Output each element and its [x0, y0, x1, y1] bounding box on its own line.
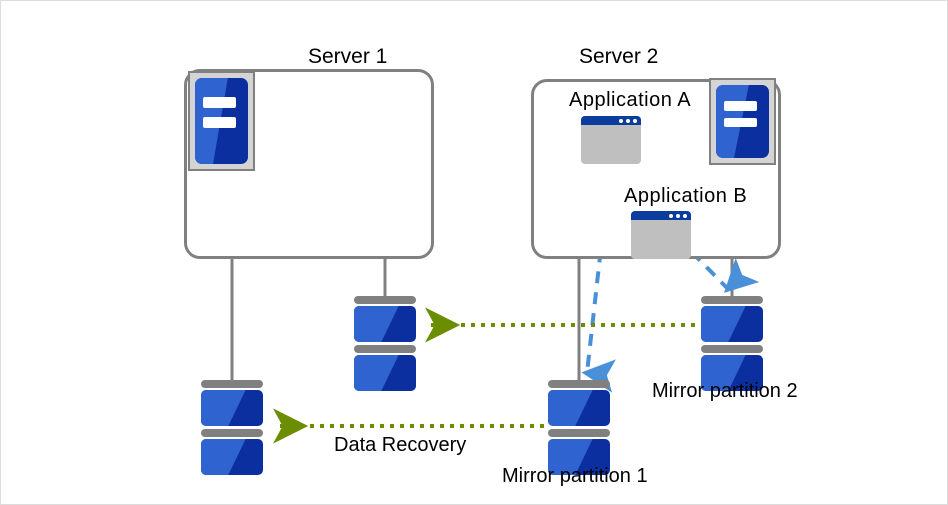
disk-body: [354, 355, 416, 391]
application-b-label: Application B: [624, 185, 748, 207]
disk-cap: [201, 380, 263, 388]
rack-slot-bar: [724, 101, 758, 111]
rack-slot-bar: [203, 96, 237, 109]
rack-slot-bar: [203, 116, 237, 128]
window-dot-icon: [626, 118, 630, 123]
window-titlebar: [581, 116, 641, 125]
window-dot-icon: [619, 118, 623, 123]
disk-body: [548, 390, 610, 426]
disk-body: [548, 439, 610, 475]
disk-cap: [201, 429, 263, 437]
disk-body: [354, 306, 416, 342]
disk-cap: [701, 296, 763, 304]
server1-title: Server 1: [308, 45, 388, 68]
window-dot-icon: [683, 213, 687, 218]
rack-slot-bar: [724, 117, 758, 128]
disk-body: [201, 390, 263, 426]
server2-title: Server 2: [579, 45, 659, 68]
disk-cap: [701, 345, 763, 353]
mirror-partition-1-label: Mirror partition 1: [502, 465, 648, 487]
window-dot-icon: [669, 213, 673, 218]
application-a-label: Application A: [569, 89, 692, 111]
server-rack-icon: [709, 78, 776, 165]
server-rack-icon: [188, 71, 255, 171]
disk-cap: [548, 380, 610, 388]
disk-storage-icon-mirror-1[interactable]: [548, 380, 610, 478]
window-dot-icon: [676, 213, 680, 218]
application-window-icon-b[interactable]: [631, 211, 691, 259]
window-titlebar: [631, 211, 691, 220]
data-recovery-label: Data Recovery: [334, 434, 467, 456]
disk-storage-icon-server1-lower[interactable]: [201, 380, 263, 478]
mirror-partition-2-label: Mirror partition 2: [652, 380, 798, 402]
disk-cap: [354, 296, 416, 304]
disk-cap: [354, 345, 416, 353]
disk-body: [701, 306, 763, 342]
disk-body: [201, 439, 263, 475]
disk-body: [701, 355, 763, 391]
disk-storage-icon-mirror-2[interactable]: [701, 296, 763, 394]
disk-cap: [548, 429, 610, 437]
disk-storage-icon-server1-upper[interactable]: [354, 296, 416, 394]
application-window-icon-a[interactable]: [581, 116, 641, 164]
window-dot-icon: [633, 118, 637, 123]
